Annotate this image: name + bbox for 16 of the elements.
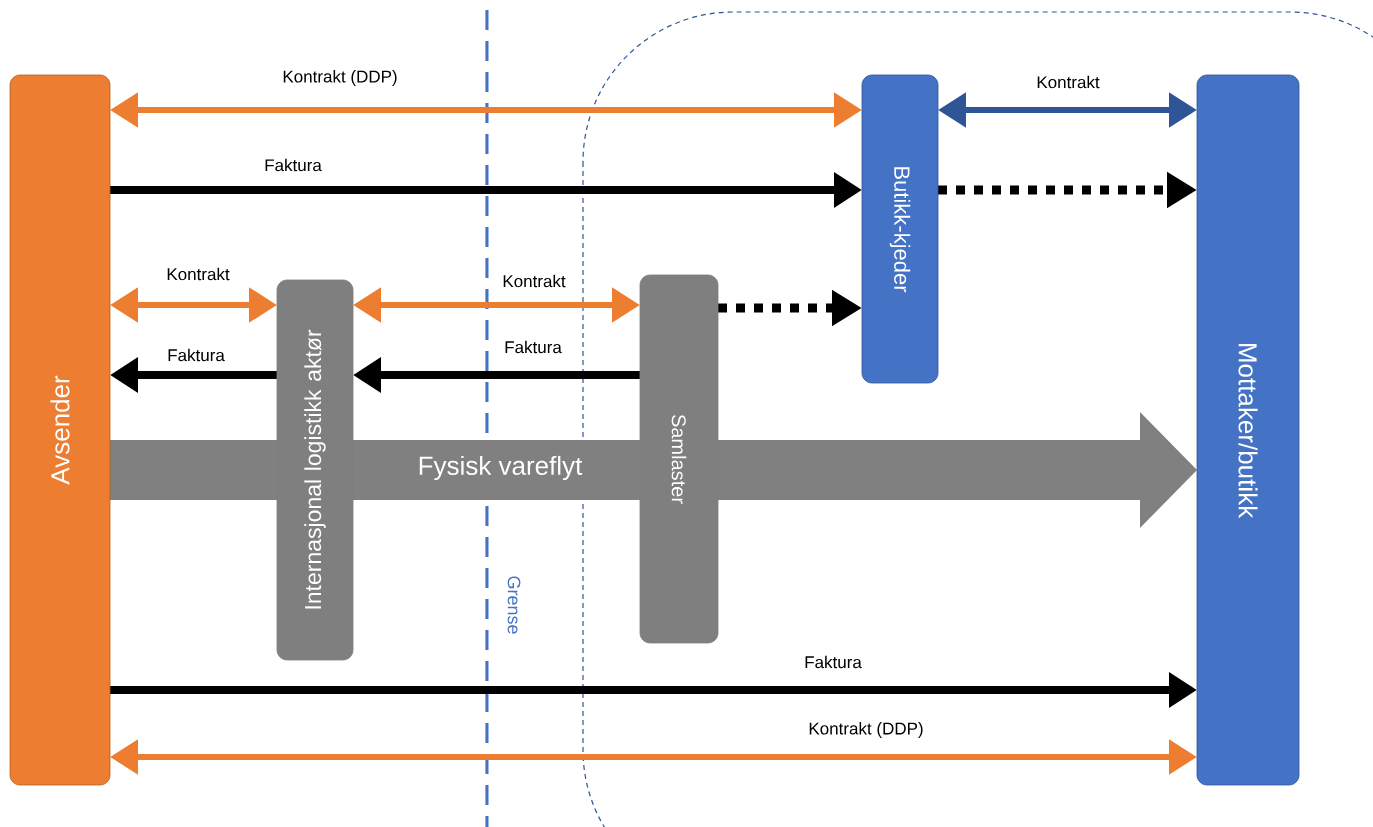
edge-label: Kontrakt xyxy=(165,266,231,282)
edge-label: Faktura xyxy=(166,347,226,363)
edge-label: Kontrakt (DDP) xyxy=(807,721,925,739)
edge-label: Kontrakt xyxy=(1035,74,1101,90)
actor-box: Internasjonal logistikk aktør xyxy=(276,279,354,661)
actor-box: Samlaster xyxy=(639,274,719,644)
edge-label: Faktura xyxy=(803,654,863,670)
actor-box: Butikk-kjeder xyxy=(861,74,939,384)
edge-label: Faktura xyxy=(503,339,563,355)
edge-label: Kontrakt (DDP) xyxy=(281,69,399,87)
border-label: Grense xyxy=(507,576,521,634)
edge-label: Kontrakt xyxy=(501,273,567,289)
actor-box: Mottaker/butikk xyxy=(1196,74,1300,786)
edge-label: Faktura xyxy=(263,157,323,173)
edge-label: Fysisk vareflyt xyxy=(416,454,584,482)
actor-box: Avsender xyxy=(9,74,111,786)
